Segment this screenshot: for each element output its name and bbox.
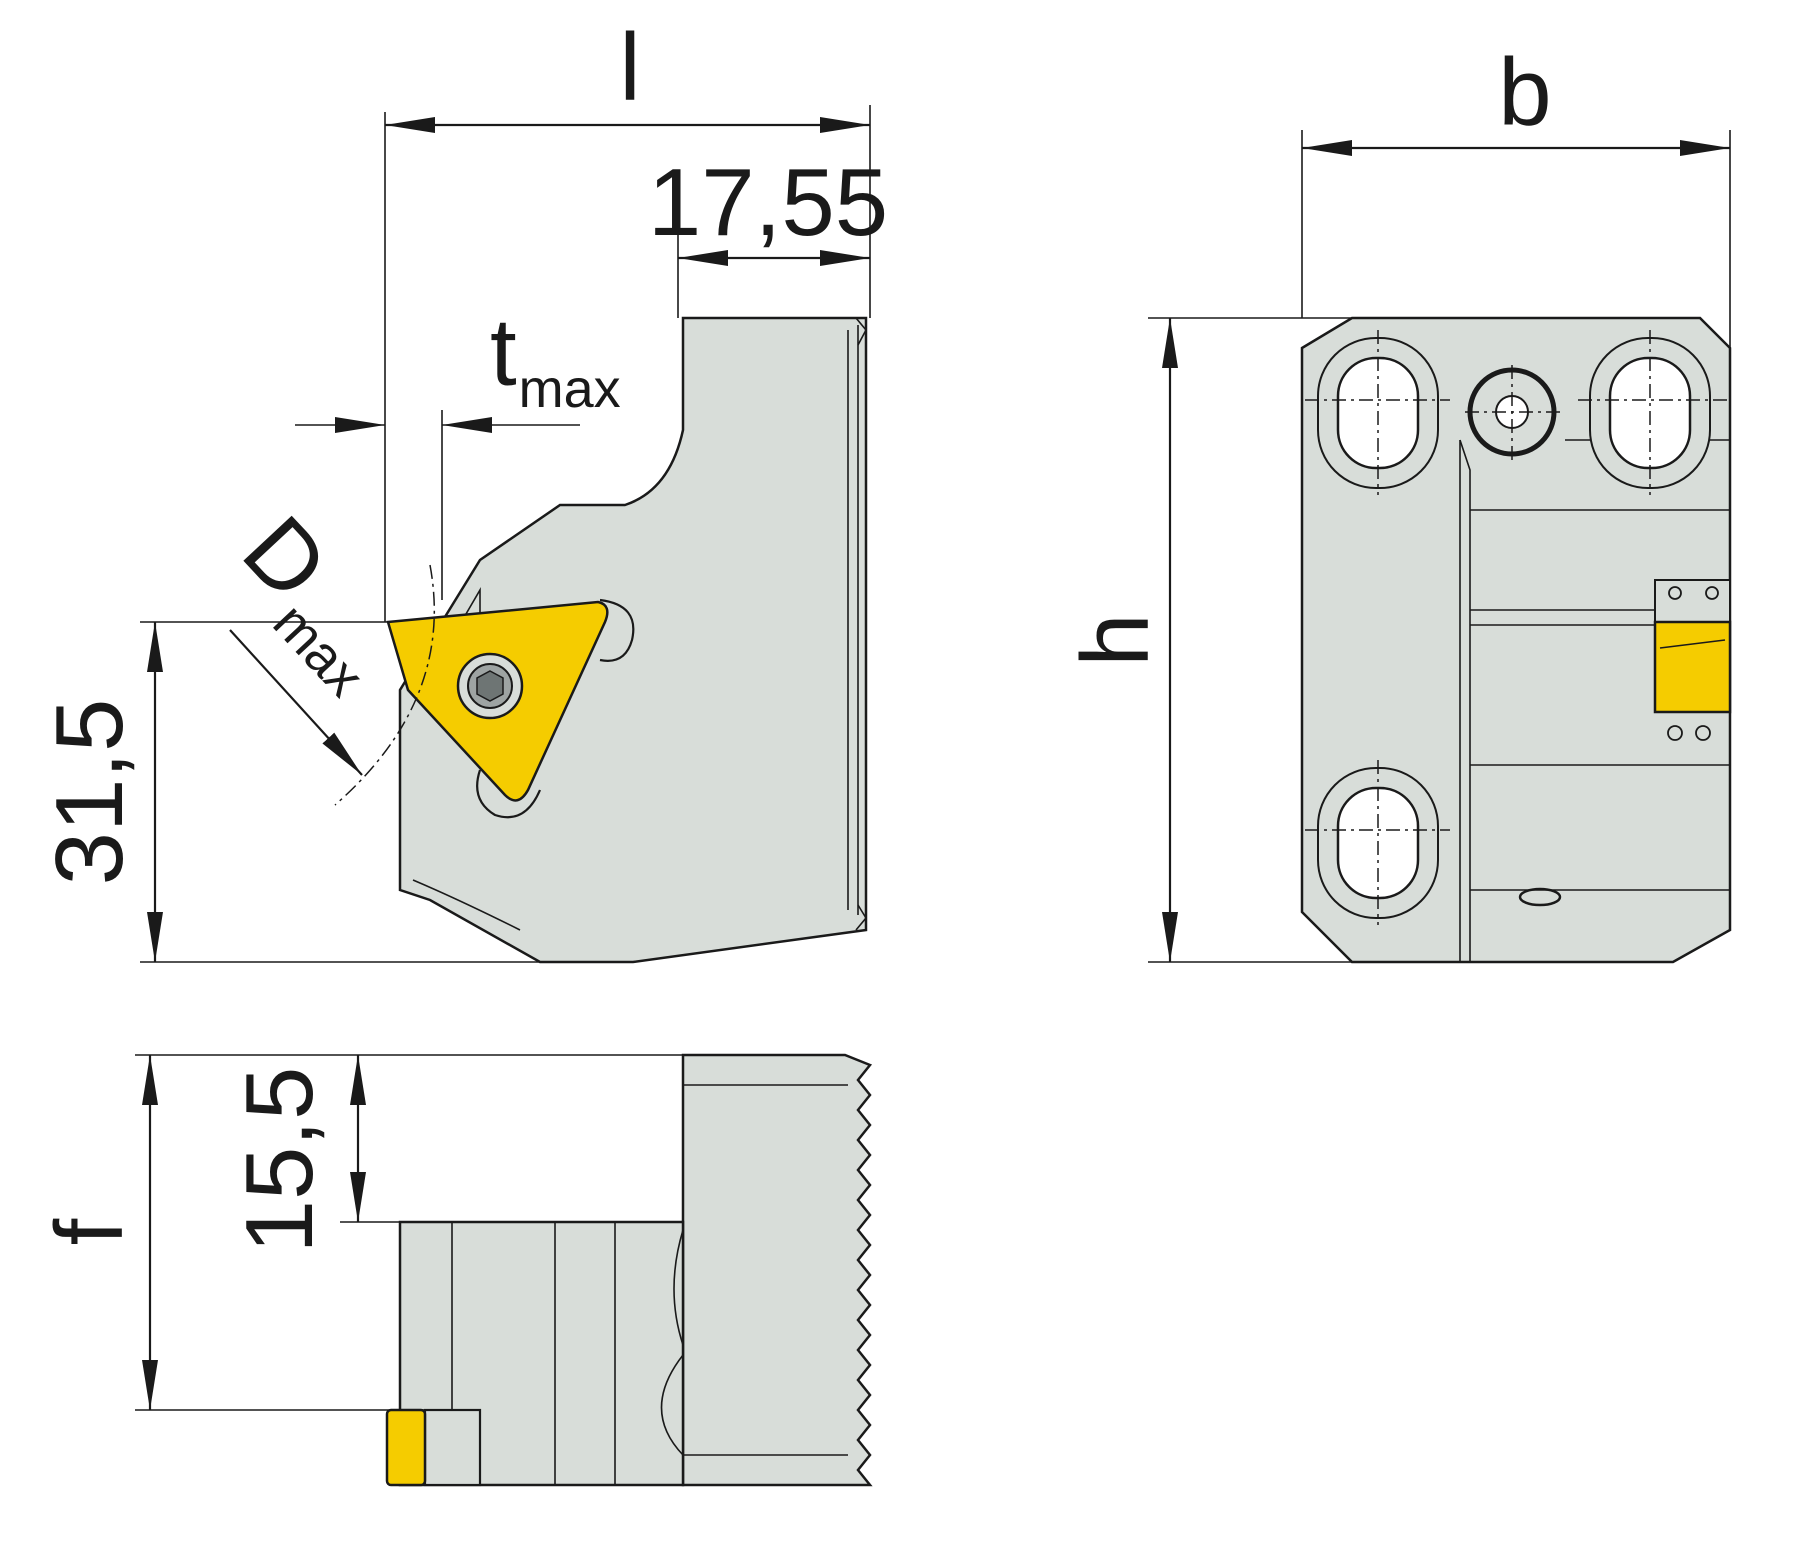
top-view: f 15,5 (36, 1053, 873, 1487)
front-view: l 17,55 tmax Dmax 31,5 (36, 14, 888, 964)
dim-t-label: tmax (490, 299, 621, 419)
dim-l-label: l (619, 14, 640, 121)
dim-b-label: b (1498, 39, 1551, 146)
dim-f-label: f (36, 1218, 143, 1245)
insert-pocket-relief (599, 598, 635, 662)
top-view-body (681, 1053, 873, 1487)
dim-31-5-label: 31,5 (36, 699, 143, 886)
dim-15-5-label: 15,5 (226, 1067, 333, 1254)
dim-17-55-label: 17,55 (648, 149, 888, 256)
dim-h-label: h (1062, 613, 1169, 666)
side-view: b h (1062, 39, 1732, 964)
dim-d-label: Dmax (212, 496, 421, 707)
slot-hole-top-right (1578, 330, 1728, 495)
side-insert (1653, 620, 1732, 714)
slot-hole-bottom-left (1305, 760, 1450, 925)
slot-hole-top-left (1305, 330, 1450, 495)
top-view-insert (385, 1408, 427, 1487)
